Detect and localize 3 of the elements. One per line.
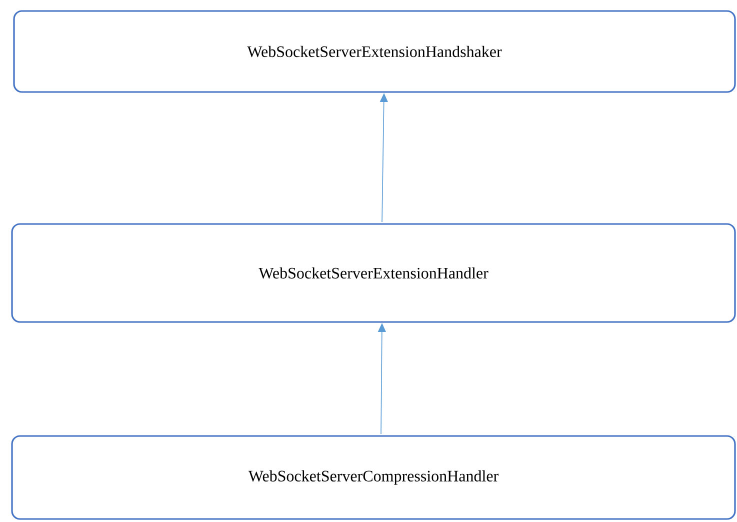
class-box: WebSocketServerCompressionHandler <box>11 435 736 520</box>
class-box: WebSocketServerExtensionHandler <box>11 223 736 323</box>
class-box: WebSocketServerExtensionHandshaker <box>13 10 736 93</box>
